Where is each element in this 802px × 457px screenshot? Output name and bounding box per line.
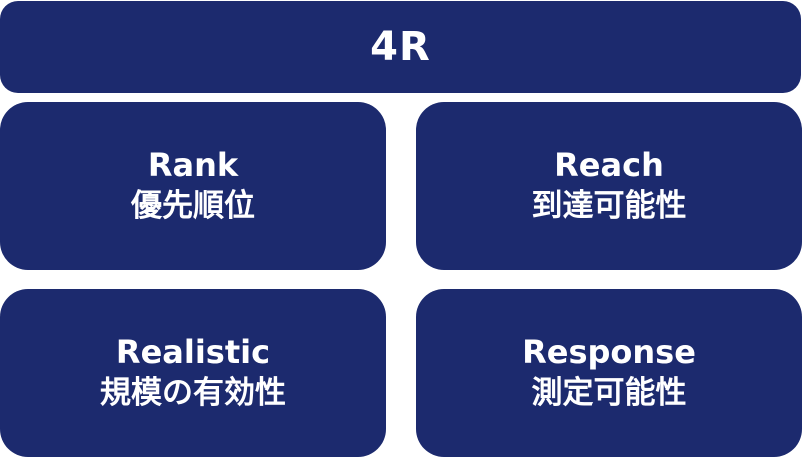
card-title-jp: 優先順位 xyxy=(131,188,255,224)
card-title-en: Response xyxy=(522,333,696,371)
card-realistic: Realistic 規模の有効性 xyxy=(0,289,386,457)
header-title: 4R xyxy=(370,24,431,70)
card-title-en: Rank xyxy=(147,146,239,184)
card-title-jp: 到達可能性 xyxy=(531,188,687,224)
card-rank: Rank 優先順位 xyxy=(0,102,386,270)
card-title-en: Realistic xyxy=(115,333,271,371)
card-title-jp: 規模の有効性 xyxy=(100,375,286,411)
card-title-en: Reach xyxy=(554,146,664,184)
card-response: Response 測定可能性 xyxy=(416,289,802,457)
card-reach: Reach 到達可能性 xyxy=(416,102,802,270)
card-title-jp: 測定可能性 xyxy=(531,375,687,411)
header-4r: 4R xyxy=(0,1,801,93)
